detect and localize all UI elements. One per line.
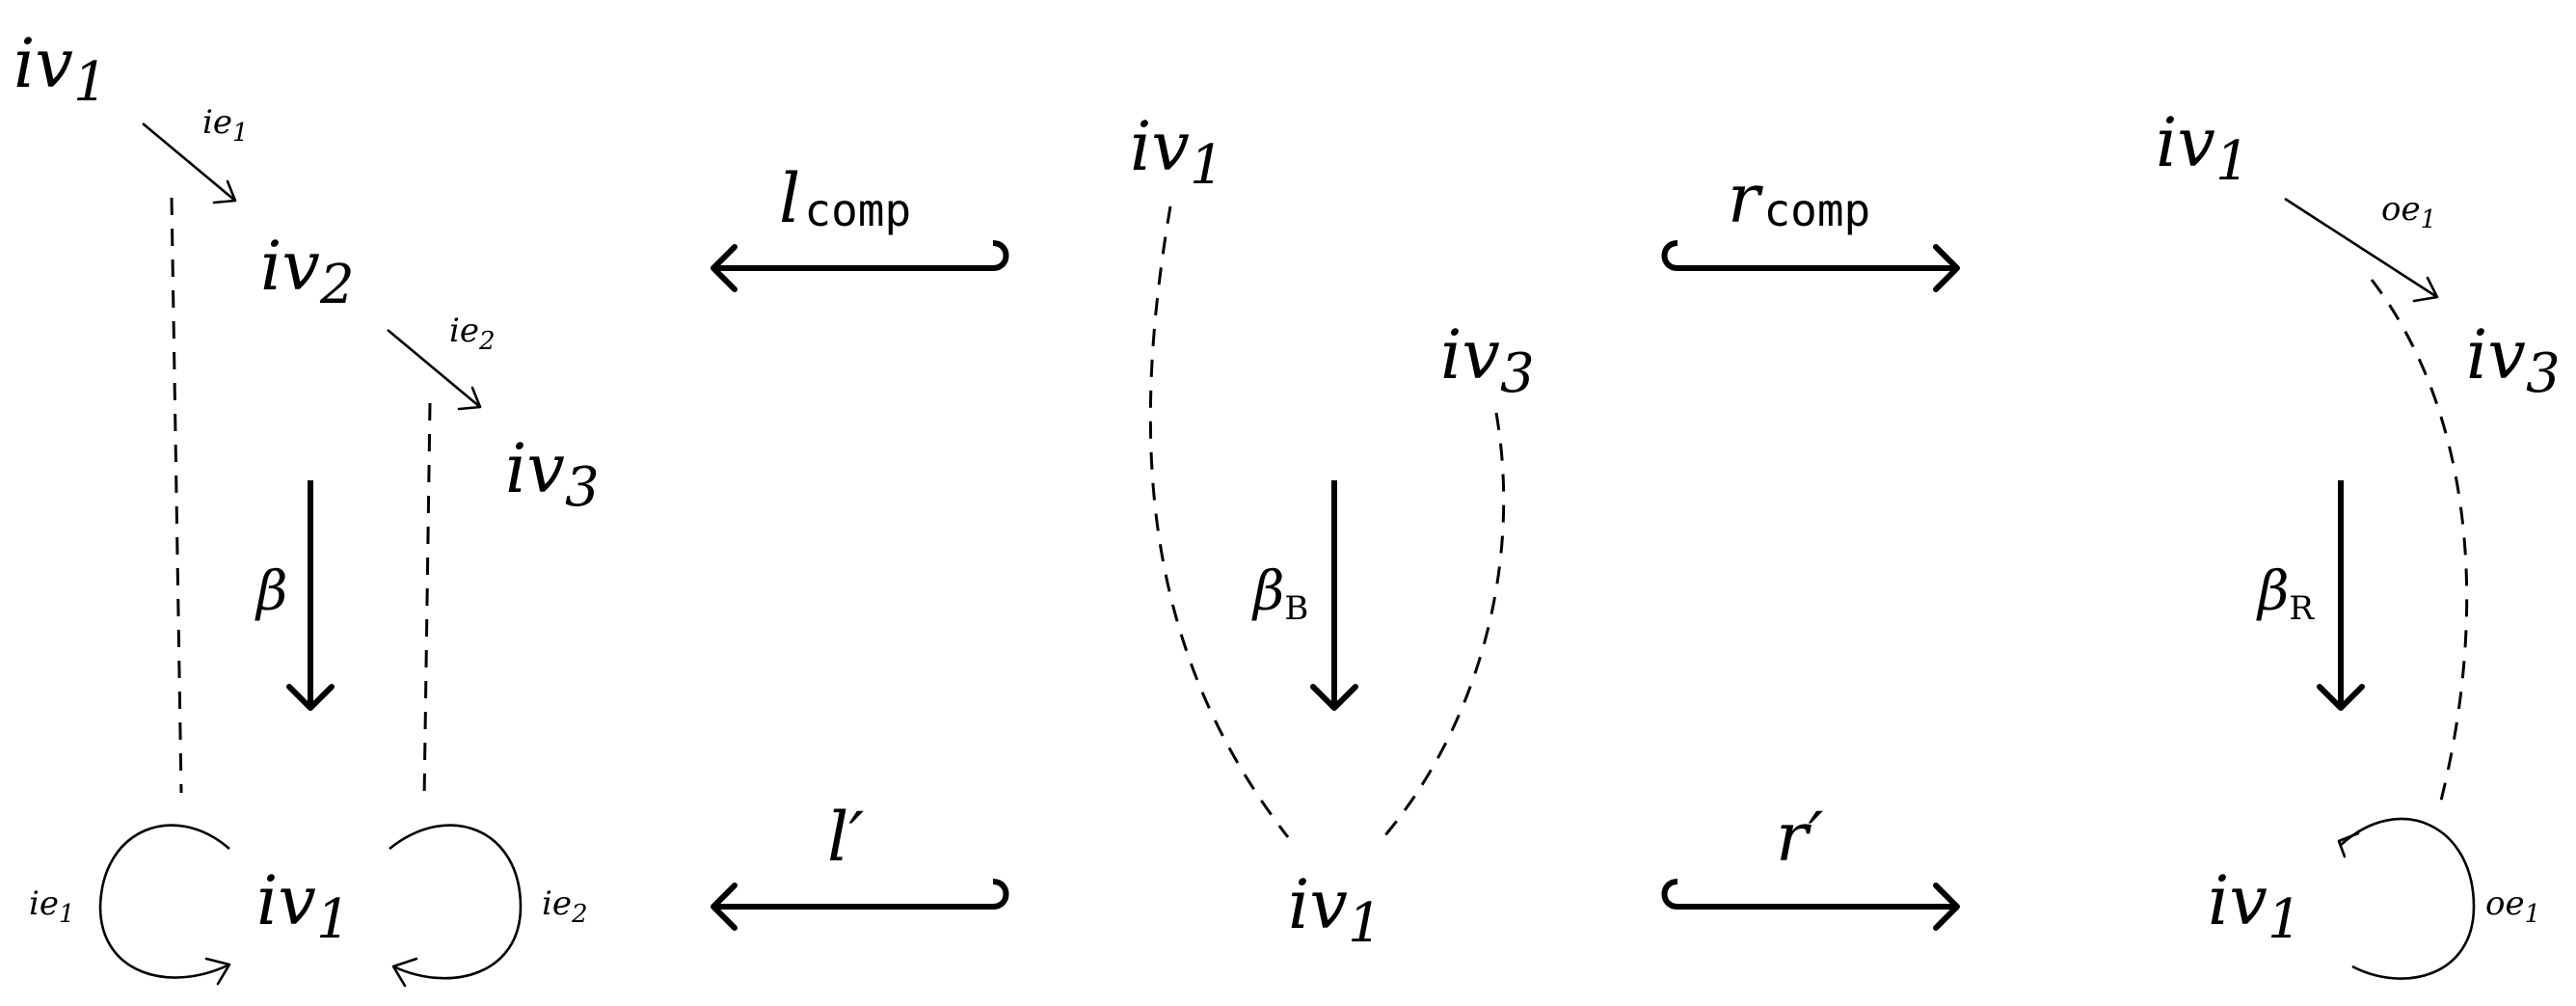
center-dashed-map-1	[1148, 205, 1290, 838]
center-graph: iv1 iv3 βB iv1	[1130, 107, 1535, 955]
l-prime-hook	[992, 879, 1009, 910]
right-loop-oe1-arrowhead	[2337, 831, 2360, 858]
left-edge-1-label: ie1	[202, 103, 249, 148]
right-beta-label: βR	[2256, 560, 2315, 628]
left-mid-node-label: iv2	[260, 227, 355, 316]
center-beta-arrow-head	[1310, 684, 1358, 711]
r-comp-hook	[1661, 240, 1678, 271]
left-low-node-label: iv3	[505, 429, 600, 519]
right-dashed-map	[2370, 279, 2469, 802]
center-beta-label: βB	[1251, 560, 1308, 628]
left-edge-2-arrowhead	[457, 386, 482, 411]
right-beta-arrow-head	[2317, 684, 2365, 711]
left-dashed-map-2	[422, 402, 432, 802]
left-loop-ie2-arrowhead	[391, 957, 418, 988]
l-comp-label: lcomp	[779, 159, 911, 238]
left-dashed-map-1	[170, 197, 183, 794]
left-beta-label: β	[255, 560, 287, 623]
arrow-l-prime: l′	[711, 798, 1009, 931]
left-loop-ie1	[98, 824, 230, 979]
r-comp-head	[1933, 244, 1960, 292]
l-prime-head	[711, 883, 738, 931]
right-bottom-node-label: iv1	[2208, 861, 2302, 951]
left-edge-1-line	[142, 122, 236, 202]
l-prime-label: l′	[827, 798, 864, 877]
right-edge-label: oe1	[2381, 190, 2436, 234]
center-dashed-map-2	[1377, 412, 1506, 844]
left-loop-ie2-label: ie2	[542, 884, 588, 929]
l-comp-hook	[992, 240, 1009, 271]
left-loop-ie1-label: ie1	[29, 884, 75, 929]
l-comp-head	[711, 244, 738, 292]
right-top-node-label: iv1	[2156, 103, 2250, 193]
right-edge-line	[2284, 197, 2438, 299]
arrow-r-comp: rcomp	[1661, 159, 1960, 292]
r-prime-hook	[1661, 879, 1678, 910]
left-edge-2-label: ie2	[449, 312, 496, 356]
arrow-r-prime: r′	[1661, 798, 1960, 931]
left-top-node-label: iv1	[13, 24, 108, 114]
right-graph: iv1 oe1 iv3 βR iv1 oe1	[2156, 103, 2561, 980]
left-graph: iv1 ie1 iv2 ie2 iv3 β iv	[13, 24, 600, 988]
left-loop-ie1-arrowhead	[204, 957, 231, 986]
arrow-l-comp: lcomp	[711, 159, 1009, 292]
right-right-node-label: iv3	[2466, 315, 2561, 405]
right-loop-oe1-label: oe1	[2485, 884, 2540, 929]
r-comp-label: rcomp	[1728, 159, 1870, 238]
left-bottom-node-label: iv1	[256, 861, 351, 951]
center-bottom-node-label: iv1	[1288, 865, 1382, 955]
center-top-node-label: iv1	[1130, 107, 1224, 197]
left-edge-2-line	[387, 329, 481, 408]
left-loop-ie2	[389, 824, 523, 980]
r-prime-head	[1933, 883, 1960, 931]
right-edge-arrowhead	[2412, 276, 2439, 303]
center-right-node-label: iv3	[1440, 315, 1535, 405]
left-beta-arrow-head	[286, 684, 335, 711]
r-prime-label: r′	[1776, 798, 1823, 877]
right-loop-oe1	[2340, 817, 2476, 980]
left-edge-1-arrowhead	[212, 179, 237, 204]
